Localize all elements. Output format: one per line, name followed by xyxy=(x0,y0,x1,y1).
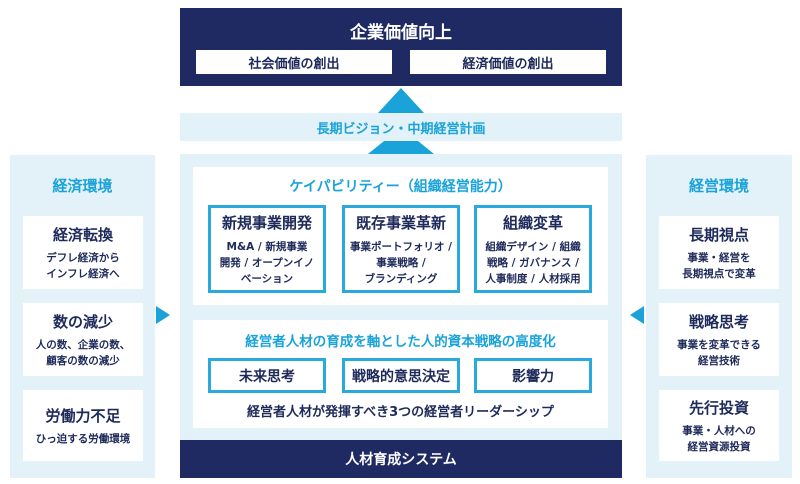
env-card-title: 先行投資 xyxy=(688,398,749,417)
up-arrow-icon xyxy=(378,88,424,113)
capability-existing-business: 既存事業革新 事業ポートフォリオ / 事業戦略 / ブランディング xyxy=(342,205,460,293)
env-card-labor-shortage: 労働力不足 ひっ迫する労働環境 xyxy=(23,390,143,461)
env-card-title: 数の減少 xyxy=(52,312,113,331)
env-card-line: 事業を変革できる xyxy=(677,338,761,351)
capability-org-change: 組織変革 組織デザイン / 組織 戦略 / ガバナンス / 人事制度 / 人材採… xyxy=(474,205,592,293)
economic-env-title: 経済環境 xyxy=(52,177,113,195)
leadership-item-influence: 影響力 xyxy=(474,358,592,393)
capability-box-line: M&A / 新規事業 xyxy=(226,240,308,253)
env-card-line: 人の数、企業の数、 xyxy=(35,338,131,351)
env-card-line: 事業・経営を xyxy=(687,251,751,264)
corporate-value-title: 企業価値向上 xyxy=(350,23,452,43)
capability-box-title: 既存事業革新 xyxy=(355,213,446,232)
leadership-caption: 経営者人材が発揮すべき3つの経営者リーダーシップ xyxy=(247,405,554,420)
capability-box-line: 戦略 / ガバナンス / xyxy=(487,256,579,269)
leadership-item-decision: 戦略的意思決定 xyxy=(342,358,460,393)
env-card-line: 経営資源投資 xyxy=(687,440,751,453)
capability-title: ケイパビリティー（組織経営能力） xyxy=(289,179,512,195)
economic-env-panel: 経済環境 経済転換 デフレ経済から インフレ経済へ 数の減少 人の数、企業の数、… xyxy=(10,155,155,478)
capability-box-title: 組織変革 xyxy=(502,213,563,232)
env-card-title: 労働力不足 xyxy=(45,406,121,425)
vision-band: 長期ビジョン・中期経営計画 xyxy=(180,113,622,141)
env-card-title: 経済転換 xyxy=(52,225,113,244)
env-card-line: デフレ経済から xyxy=(46,251,120,264)
hr-system-bar: 人材育成システム xyxy=(180,440,622,478)
capability-box: ケイパビリティー（組織経営能力） 新規事業開発 M&A / 新規事業 開発 / … xyxy=(193,167,608,305)
capability-box-line: 人事制度 / 人材採用 xyxy=(485,272,581,285)
env-card-line: 顧客の数の減少 xyxy=(46,354,120,367)
env-card-long-term: 長期視点 事業・経営を 長期視点で変革 xyxy=(659,216,779,289)
capability-box-line: 開発 / オープンイノ xyxy=(219,256,315,269)
corporate-value-box: 企業価値向上 社会価値の創出 経済価値の創出 xyxy=(180,8,622,86)
env-card-line: ひっ迫する労働環境 xyxy=(35,432,131,445)
management-env-panel: 経営環境 長期視点 事業・経営を 長期視点で変革 戦略思考 事業を変革できる 経… xyxy=(646,155,792,478)
capability-box-line: 事業ポートフォリオ / xyxy=(350,240,452,253)
capability-box-line: ブランディング xyxy=(364,272,438,285)
capability-box-line: 事業戦略 / xyxy=(376,256,426,269)
management-env-title: 経営環境 xyxy=(688,177,749,195)
env-card-line: 事業・人材への xyxy=(682,424,756,437)
capability-box-line: 組織デザイン / 組織 xyxy=(485,240,581,253)
env-card-strategic-thinking: 戦略思考 事業を変革できる 経営技術 xyxy=(659,303,779,376)
leadership-box: 経営者人材の育成を軸とした人的資本戦略の高度化 未来思考 戦略的意思決定 影響力… xyxy=(193,320,608,428)
trapezoid-arrow-icon xyxy=(368,141,434,154)
right-arrow-icon xyxy=(156,306,170,324)
env-card-line: 長期視点で変革 xyxy=(682,267,756,280)
capability-box-title: 新規事業開発 xyxy=(221,213,312,232)
env-card-line: インフレ経済へ xyxy=(46,267,120,280)
left-arrow-icon xyxy=(630,306,644,324)
env-card-economic-shift: 経済転換 デフレ経済から インフレ経済へ xyxy=(23,216,143,289)
social-value-box: 社会価値の創出 xyxy=(196,50,392,74)
env-card-investment: 先行投資 事業・人材への 経営資源投資 xyxy=(659,390,779,461)
env-card-title: 長期視点 xyxy=(688,225,749,244)
capability-box-line: ベーション xyxy=(240,272,294,285)
env-card-line: 経営技術 xyxy=(698,354,740,367)
leadership-item-future: 未来思考 xyxy=(208,358,326,393)
env-card-decline: 数の減少 人の数、企業の数、 顧客の数の減少 xyxy=(23,303,143,376)
economic-value-box: 経済価値の創出 xyxy=(410,50,606,74)
capability-new-business: 新規事業開発 M&A / 新規事業 開発 / オープンイノ ベーション xyxy=(208,205,326,293)
leadership-title: 経営者人材の育成を軸とした人的資本戦略の高度化 xyxy=(245,334,556,350)
env-card-title: 戦略思考 xyxy=(688,312,749,331)
